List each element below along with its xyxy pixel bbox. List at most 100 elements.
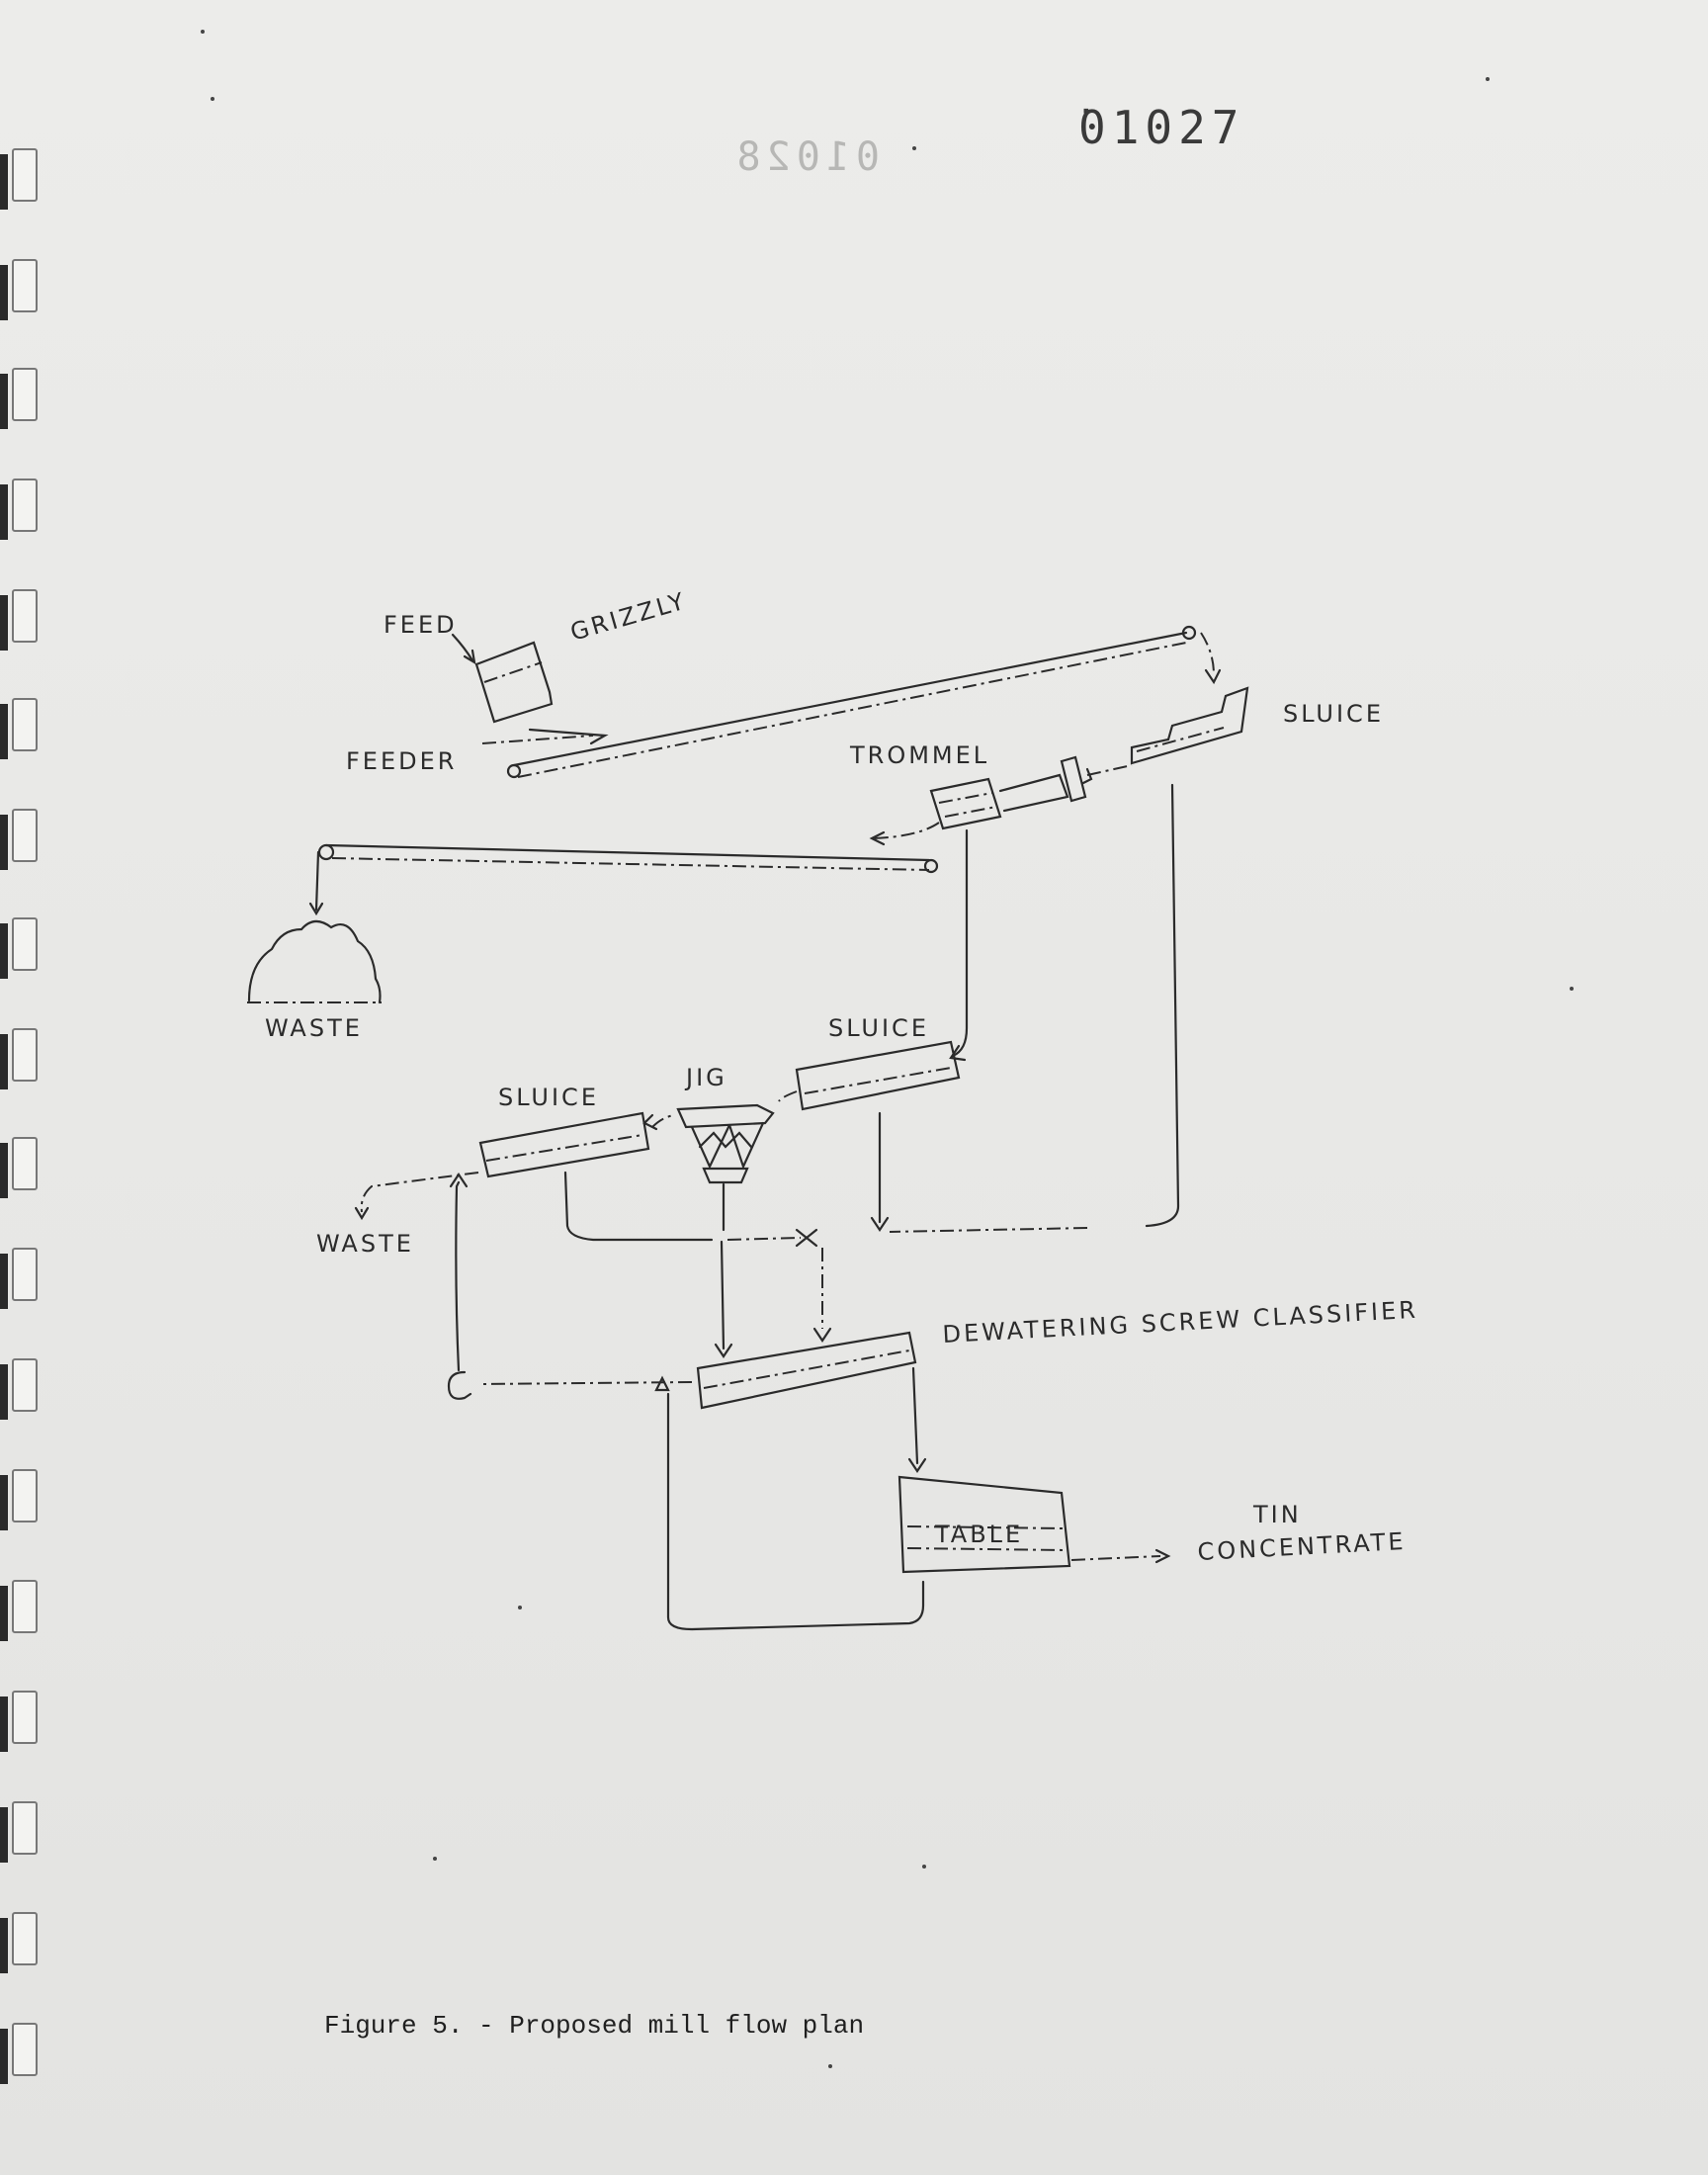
top-sluice-underflow — [1145, 783, 1180, 1228]
mid-underflow-arrow — [870, 1216, 890, 1232]
trommel-oversize-line — [873, 822, 940, 839]
binder-hole — [12, 1028, 38, 1082]
label-feed: FEED — [384, 611, 458, 639]
feeder-conveyor — [481, 625, 1197, 779]
table-feed-arrow — [907, 1457, 927, 1473]
binder-hole — [12, 1580, 38, 1633]
sluice-to-jig — [778, 1090, 798, 1102]
down-to-classifier-left — [720, 1240, 726, 1350]
label-trommel: TROMMEL — [849, 741, 989, 769]
binder-bar — [0, 923, 8, 979]
jig — [676, 1103, 775, 1184]
pump-icon — [447, 1370, 472, 1400]
trommel-undersize-line — [951, 828, 969, 1058]
label-grizzly: GRIZZLY — [567, 586, 690, 646]
binder-bar — [0, 1475, 8, 1530]
recycle-loop-line — [455, 1180, 461, 1372]
binder-bar — [0, 1586, 8, 1641]
classifier-to-table — [911, 1366, 919, 1465]
binder-hole — [12, 809, 38, 862]
binder-bar — [0, 1034, 8, 1089]
trommel-oversize-arrow — [869, 830, 886, 846]
binder-hole — [12, 1248, 38, 1301]
label-table: TABLE — [934, 1521, 1023, 1548]
label-sluice-left: SLUICE — [498, 1084, 599, 1111]
drop-to-sluice — [1200, 632, 1215, 675]
left-sluice — [478, 1111, 650, 1178]
binder-hole — [12, 368, 38, 421]
binder-bar — [0, 1254, 8, 1309]
down-arrow-left — [714, 1343, 733, 1358]
figure-caption: Figure 5. - Proposed mill flow plan — [324, 2011, 865, 2041]
mirrored-stamp: 01028 — [731, 134, 880, 180]
binder-bar — [0, 595, 8, 651]
middle-sluice — [795, 1040, 961, 1111]
recycle-arrow — [449, 1173, 469, 1188]
label-feeder: FEEDER — [346, 747, 457, 775]
document-number-stamp: ̇01027 — [1072, 101, 1244, 154]
binder-bar — [0, 815, 8, 870]
label-sluice-top: SLUICE — [1283, 700, 1384, 728]
binder-hole — [12, 1691, 38, 1744]
label-concentrate: CONCENTRATE — [1197, 1527, 1407, 1566]
binder-hole — [12, 148, 38, 202]
jig-to-left-sluice — [651, 1114, 675, 1128]
label-jig: JIG — [684, 1064, 727, 1091]
binder-hole — [12, 478, 38, 532]
classifier-inlet-marker — [654, 1375, 670, 1392]
binder-bar — [0, 1696, 8, 1752]
table-tailings-loop — [666, 1392, 925, 1631]
left-underflow — [563, 1171, 714, 1242]
left-waste-line — [360, 1172, 479, 1213]
binder-hole — [12, 917, 38, 971]
concentrate-arrow — [1154, 1548, 1171, 1564]
top-sluice — [1130, 686, 1249, 765]
feed-arrow — [451, 633, 474, 662]
label-waste-pile: WASTE — [265, 1014, 363, 1042]
binder-bar — [0, 2029, 8, 2084]
feed-arrow-head — [463, 649, 476, 665]
binder-hole — [12, 698, 38, 751]
collector-line — [726, 1237, 802, 1241]
binder-hole — [12, 1801, 38, 1855]
binder-bar — [0, 154, 8, 210]
label-sluice-mid: SLUICE — [828, 1014, 929, 1042]
drop-arrow — [1204, 668, 1222, 685]
trommel — [929, 755, 1133, 830]
table — [897, 1475, 1071, 1574]
classifier-overflow-line — [479, 1381, 693, 1385]
undersize-arrow — [949, 1044, 967, 1062]
binder-holes — [0, 0, 59, 2175]
paper-specks — [201, 30, 1574, 2068]
binder-bar — [0, 484, 8, 540]
binder-hole — [12, 259, 38, 312]
binder-hole — [12, 1358, 38, 1412]
label-waste-left: WASTE — [316, 1230, 414, 1258]
left-waste-arrow — [354, 1206, 370, 1221]
dewatering-screw-classifier — [696, 1331, 917, 1410]
binder-bar — [0, 1143, 8, 1198]
valve-icon — [795, 1228, 818, 1248]
jig-left-arrow — [642, 1113, 658, 1131]
waste-pile — [247, 919, 382, 1004]
down-arrow-right — [812, 1327, 832, 1343]
concentrate-line — [1070, 1555, 1161, 1561]
label-dewatering: DEWATERING SCREW CLASSIFIER — [942, 1296, 1419, 1348]
binder-bar — [0, 704, 8, 759]
waste-conveyor — [308, 843, 939, 916]
binder-hole — [12, 1469, 38, 1522]
binder-hole — [12, 589, 38, 643]
label-tin: TIN — [1252, 1501, 1302, 1528]
binder-bar — [0, 265, 8, 320]
binder-hole — [12, 1137, 38, 1190]
binder-hole — [12, 1912, 38, 1965]
binder-hole — [12, 2023, 38, 2076]
binder-bar — [0, 1918, 8, 1973]
grizzly-hopper — [474, 641, 554, 724]
binder-bar — [0, 374, 8, 429]
return-line-upper — [889, 1227, 1088, 1233]
binder-bar — [0, 1364, 8, 1420]
binder-bar — [0, 1807, 8, 1863]
